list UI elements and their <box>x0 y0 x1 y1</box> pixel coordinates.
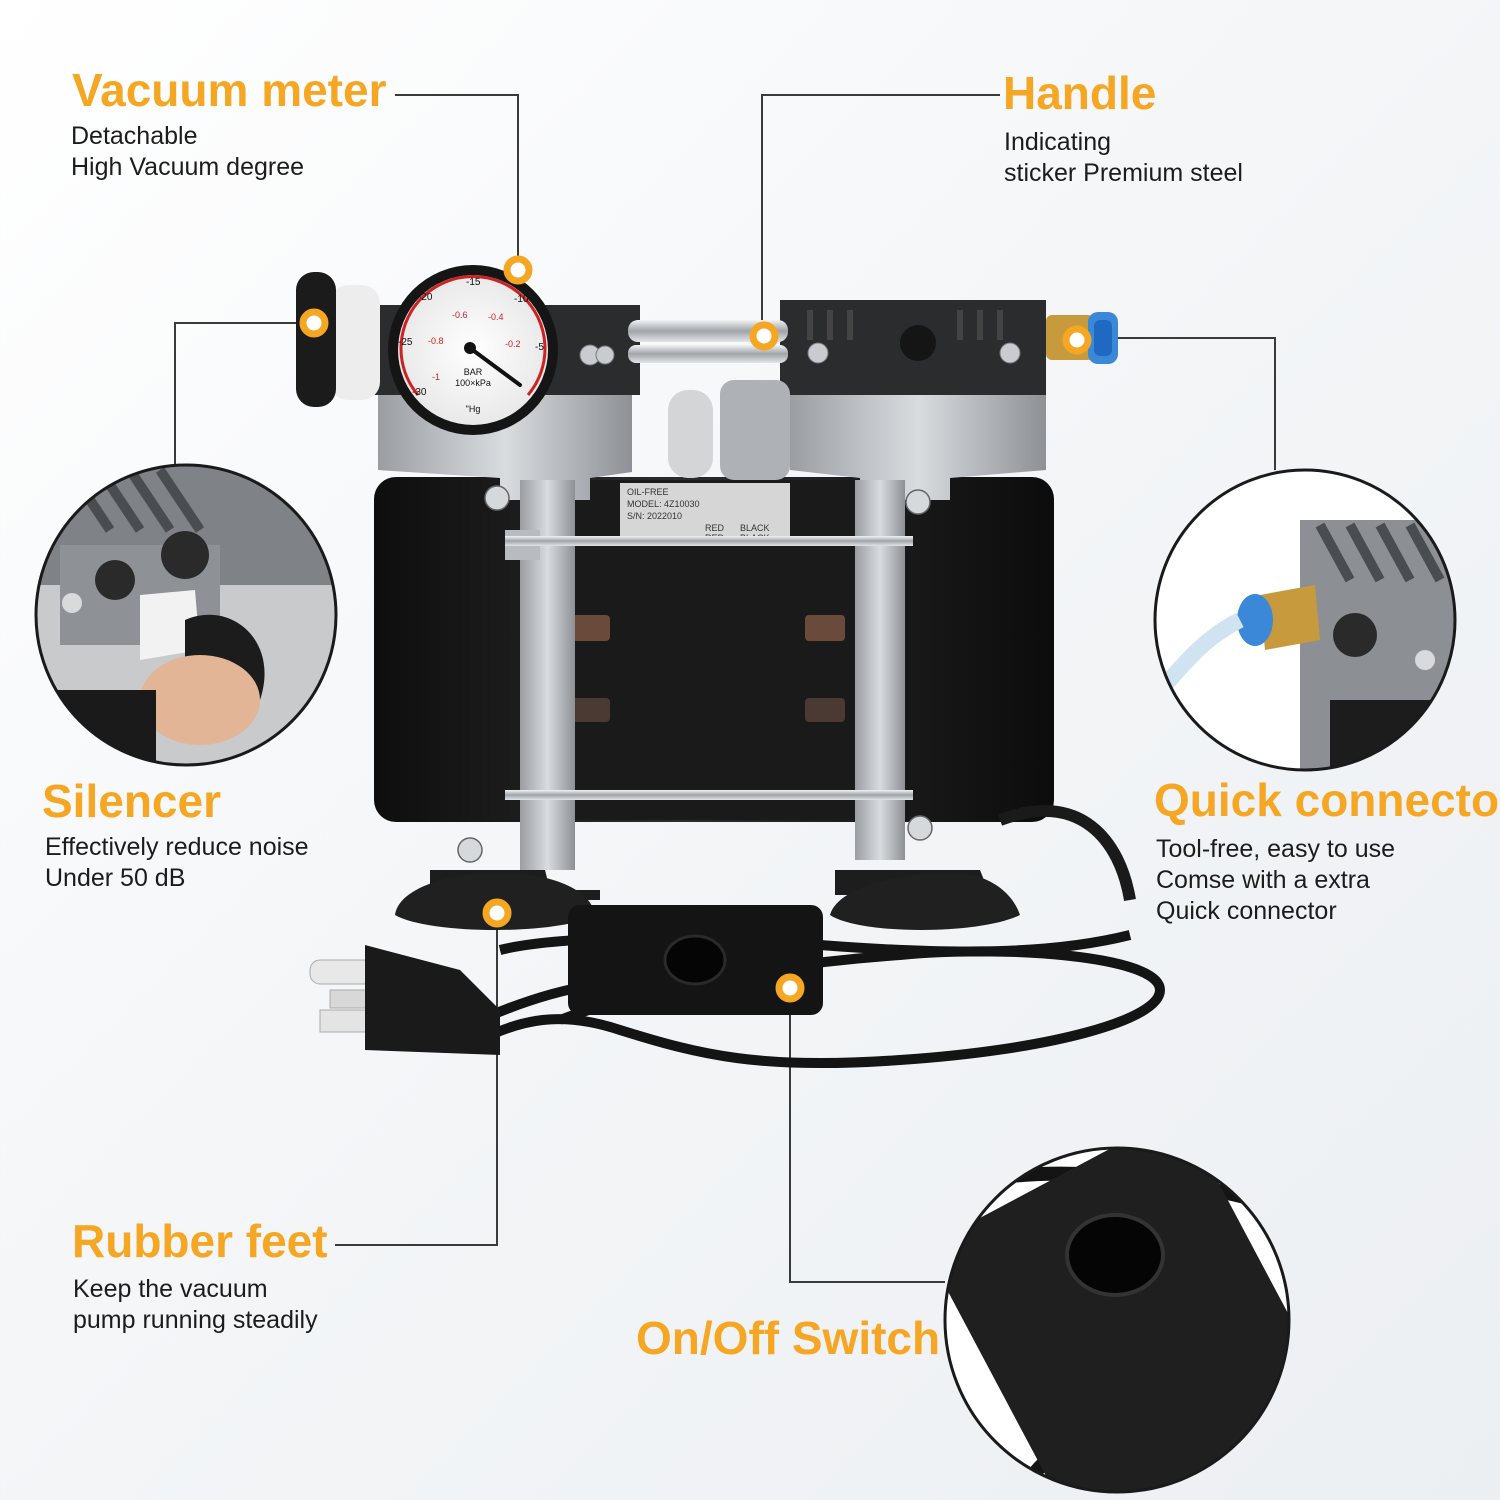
silencer-line-1: Effectively reduce noise <box>45 833 309 861</box>
gauge-unit-kpa: 100×kPa <box>455 378 491 388</box>
gauge-outer-tick-6: -5 <box>535 342 544 353</box>
rubber-feet-description: Keep the vacuum pump running steadily <box>73 1274 318 1336</box>
quick-connector-description: Tool-free, easy to use Comse with a extr… <box>1156 834 1395 927</box>
gauge-inner-tick-1: -1 <box>432 372 440 382</box>
callout-markers <box>299 255 1092 1003</box>
silencer-detail-circle <box>34 463 338 767</box>
vacuum-meter-description: Detachable High Vacuum degree <box>71 121 304 183</box>
gauge-outer-tick-2: -25 <box>398 337 413 348</box>
gauge-unit-hg: "Hg <box>466 404 481 414</box>
silencer-line <box>174 322 314 470</box>
gauge-outer-tick-4: -15 <box>466 277 481 288</box>
vacuum-meter-title: Vacuum meter <box>72 64 387 116</box>
vacuum-meter-line-2: High Vacuum degree <box>71 153 305 181</box>
plug <box>309 945 500 1055</box>
vacuum-gauge: -30 -25 -20 -15 -10 -5 -1 -0.8 -0.6 -0.4… <box>388 265 558 435</box>
switch-line <box>789 988 945 1283</box>
quick-connector-line <box>1077 337 1276 470</box>
quick-connector-line-1: Tool-free, easy to use <box>1156 835 1396 863</box>
label-plate-line-6: BLACK <box>740 523 770 533</box>
silencer-description: Effectively reduce noise Under 50 dB <box>45 832 309 894</box>
silencer-line-2: Under 50 dB <box>45 864 186 892</box>
vacuum-meter-marker <box>503 255 533 285</box>
switch-marker <box>775 973 805 1003</box>
rubber-feet-title: Rubber feet <box>72 1215 328 1267</box>
gauge-outer-tick-1: -30 <box>412 387 427 398</box>
handle-marker <box>749 321 779 351</box>
label-plate-line-3: S/N: 2022010 <box>627 511 682 521</box>
handle-line-1: Indicating <box>1004 128 1112 156</box>
handle-title: Handle <box>1003 67 1157 119</box>
on-off-switch-title: On/Off Switch <box>636 1312 941 1364</box>
handle-line-2: sticker Premium steel <box>1004 159 1243 187</box>
quick-connector-marker <box>1062 325 1092 355</box>
quick-connector-detail-circle <box>1153 468 1457 772</box>
rubber-feet-line-1: Keep the vacuum <box>73 1275 268 1303</box>
inline-switch <box>568 905 823 1015</box>
gauge-inner-tick-2: -0.8 <box>428 336 444 346</box>
rubber-feet-marker <box>482 898 512 928</box>
gauge-inner-tick-4: -0.4 <box>488 312 504 322</box>
vacuum-meter-line <box>395 94 519 262</box>
silencer-title: Silencer <box>42 775 221 827</box>
quick-connector-line-2: Comse with a extra <box>1156 866 1370 894</box>
handle-description: Indicating sticker Premium steel <box>1004 127 1243 189</box>
gauge-outer-tick-5: -10 <box>514 294 529 305</box>
gauge-outer-tick-3: -20 <box>418 292 433 303</box>
quick-connector-title: Quick connector <box>1154 774 1500 826</box>
gauge-unit-bar: BAR <box>464 367 483 377</box>
switch-detail-circle <box>943 1146 1291 1494</box>
silencer-marker <box>299 308 329 338</box>
quick-connector-line-3: Quick connector <box>1156 897 1337 925</box>
label-plate-line-1: OIL-FREE <box>627 487 669 497</box>
label-plate-line-4: RED <box>705 523 725 533</box>
label-plate-line-2: MODEL: 4Z10030 <box>627 499 700 509</box>
gauge-inner-tick-3: -0.6 <box>452 310 468 320</box>
rubber-feet-line-2: pump running steadily <box>73 1306 318 1334</box>
vacuum-meter-line-1: Detachable <box>71 122 198 150</box>
handle-line <box>761 94 1000 330</box>
gauge-inner-tick-5: -0.2 <box>505 339 521 349</box>
